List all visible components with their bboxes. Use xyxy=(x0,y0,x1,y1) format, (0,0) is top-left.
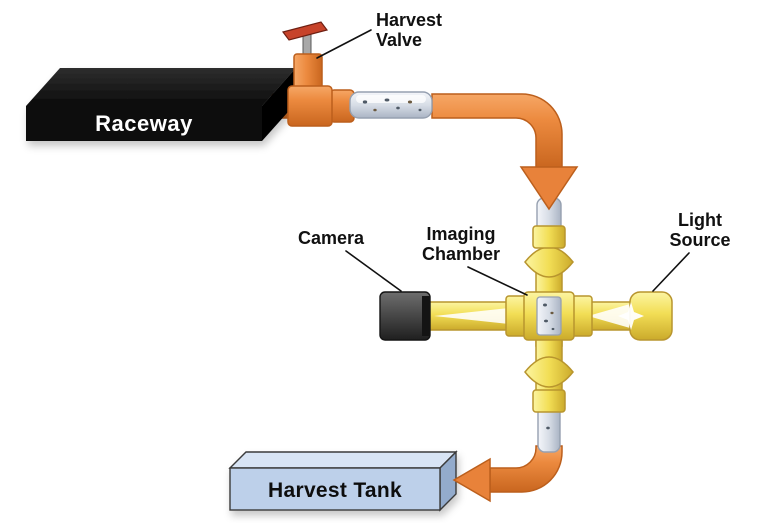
optical-assembly xyxy=(425,291,673,341)
upper-lens xyxy=(524,246,574,278)
camera xyxy=(379,291,431,341)
tank-front-face xyxy=(229,467,441,511)
camera-front-ring xyxy=(422,296,430,336)
tank-top-face xyxy=(228,451,458,469)
flow-arrow-left-icon xyxy=(452,457,491,503)
lower-lens xyxy=(524,356,574,388)
imaging-chamber-label-line1: Imaging xyxy=(426,224,495,244)
valve-handle xyxy=(281,21,329,41)
camera-pointer xyxy=(345,250,402,292)
imaging-window xyxy=(536,296,562,336)
chamber-outlet-glass xyxy=(537,405,561,453)
light-source-label-line2: Source xyxy=(669,230,730,250)
raceway-top-face xyxy=(26,68,296,106)
valve-tee xyxy=(287,85,333,127)
harvest-valve xyxy=(281,21,333,127)
imaging-chamber xyxy=(523,225,575,413)
flow-arrow-down-icon xyxy=(519,166,579,211)
light-flash-icon xyxy=(618,302,644,330)
sample-glass-tube xyxy=(349,91,433,119)
top-collar xyxy=(532,225,566,249)
harvest-valve-label-line1: Harvest xyxy=(376,10,442,30)
pipe-elbow-left xyxy=(489,445,563,493)
camera-beam-cone xyxy=(434,306,528,326)
camera-label: Camera xyxy=(298,228,365,248)
imaging-chamber-pointer xyxy=(467,266,528,296)
harvest-tank-label: Harvest Tank xyxy=(268,479,402,502)
raceway-label: Raceway xyxy=(95,111,193,136)
labels: Harvest Valve Camera Imaging Chamber Lig… xyxy=(298,10,731,264)
algae-particles-top xyxy=(362,98,422,112)
harvest-tank: Harvest Tank xyxy=(228,450,458,512)
harvest-valve-label-line2: Valve xyxy=(376,30,422,50)
harvest-pipe-bottom xyxy=(452,445,563,503)
algae-particle xyxy=(546,426,550,430)
pointer-lines xyxy=(316,29,690,296)
light-beam-cone xyxy=(588,304,630,328)
bottom-collar xyxy=(532,389,566,413)
raceway: Raceway xyxy=(26,68,296,141)
raceway-front-face xyxy=(26,106,262,141)
harvest-valve-pointer xyxy=(316,29,372,59)
imaging-chamber-label-line2: Chamber xyxy=(422,244,500,264)
raceway-right-face xyxy=(262,68,296,141)
algae-particles-window xyxy=(543,303,555,331)
pipe-elbow-down xyxy=(431,93,563,169)
light-source-pointer xyxy=(652,252,690,292)
light-source-label-line1: Light xyxy=(678,210,722,230)
